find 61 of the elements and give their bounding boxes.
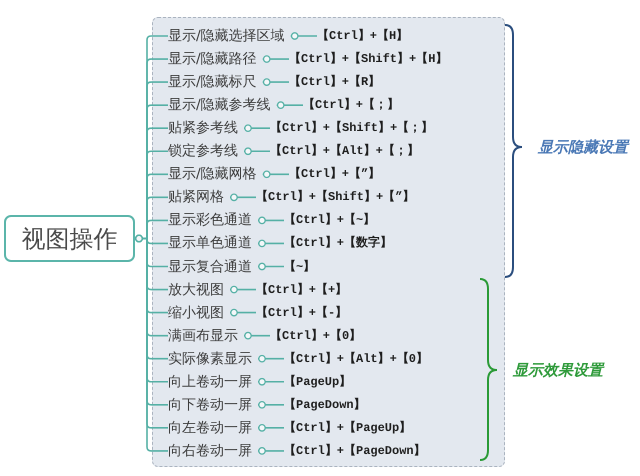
connector-line xyxy=(262,78,289,86)
shortcut-text: 【Ctrl】+【”】 xyxy=(289,166,380,182)
connector-line xyxy=(230,194,256,202)
shortcut-text: 【Ctrl】+【Alt】+【0】 xyxy=(284,350,428,367)
shortcut-text: 【Ctrl】+【；】 xyxy=(303,97,400,114)
shortcut-text: 【Ctrl】+【H】 xyxy=(317,28,408,44)
shortcut-text: 【PageUp】 xyxy=(284,374,352,390)
topic-text: 显示复合通道 xyxy=(168,258,258,276)
shortcut-text: 【Ctrl】+【数字】 xyxy=(284,235,392,252)
shortcut-text: 【Ctrl】+【Alt】+【；】 xyxy=(270,143,419,160)
topic-text: 显示彩色通道 xyxy=(168,211,258,230)
shortcut-text: 【Ctrl】+【Shift】+【；】 xyxy=(270,120,434,136)
connector-line xyxy=(244,124,270,132)
connector-line xyxy=(258,262,284,270)
topic-text: 显示/隐藏标尺 xyxy=(168,73,263,92)
topic-text: 放大视图 xyxy=(168,280,230,299)
connector-line xyxy=(258,447,284,455)
topic-text: 实际像素显示 xyxy=(168,350,258,368)
topic-text: 贴紧网格 xyxy=(168,188,230,206)
root-topic-box: 视图操作 xyxy=(4,215,135,262)
connector-line xyxy=(230,286,256,294)
topic-text: 显示/隐藏路径 xyxy=(168,50,263,68)
topic-text: 向上卷动一屏 xyxy=(168,372,258,391)
shortcut-text: 【Ctrl】+【0】 xyxy=(270,328,362,344)
shortcut-text: 【~】 xyxy=(284,258,316,274)
shortcut-text: 【Ctrl】+【PageUp】 xyxy=(284,420,412,436)
shortcut-text: 【Ctrl】+【R】 xyxy=(289,74,380,90)
topic-text: 满画布显示 xyxy=(168,326,244,345)
connector-line xyxy=(258,354,284,363)
shortcut-text: 【Ctrl】+【-】 xyxy=(256,304,348,321)
shortcut-text: 【Ctrl】+【Shift】+【”】 xyxy=(256,189,414,206)
connector-line xyxy=(290,32,317,40)
connector-line xyxy=(258,216,284,224)
connector-line xyxy=(244,147,270,156)
connector-line xyxy=(262,55,289,63)
shortcut-text: 【Ctrl】+【PageDown】 xyxy=(284,442,426,459)
connector-line xyxy=(276,101,303,109)
brace-label: 显示效果设置 xyxy=(513,361,603,379)
shortcut-text: 【Ctrl】+【+】 xyxy=(256,282,348,298)
topic-text: 显示/隐藏网格 xyxy=(168,165,263,184)
topic-text: 向左卷动一屏 xyxy=(168,418,258,437)
topic-text: 向下卷动一屏 xyxy=(168,396,258,414)
brace-label: 显示隐藏设置 xyxy=(538,138,628,156)
shortcut-text: 【PageDown】 xyxy=(284,396,366,413)
shortcut-text: 【Ctrl】+【Shift】+【H】 xyxy=(289,51,448,68)
boundary-panel xyxy=(152,17,505,467)
topic-text: 显示单色通道 xyxy=(168,234,258,252)
shortcut-text: 【Ctrl】+【~】 xyxy=(284,212,376,228)
topic-text: 缩小视图 xyxy=(168,304,230,322)
connector-line xyxy=(258,400,284,409)
connector-line xyxy=(262,170,289,178)
connector-line xyxy=(258,378,284,386)
topic-text: 显示/隐藏选择区域 xyxy=(168,27,291,45)
connector-line xyxy=(258,240,284,248)
topic-text: 贴紧参考线 xyxy=(168,119,244,138)
connector-line xyxy=(230,308,256,316)
topic-text: 锁定参考线 xyxy=(168,142,244,160)
connector-line xyxy=(244,332,270,340)
connector-line xyxy=(258,424,284,432)
topic-text: 显示/隐藏参考线 xyxy=(168,96,277,114)
topic-text: 向右卷动一屏 xyxy=(168,442,258,460)
